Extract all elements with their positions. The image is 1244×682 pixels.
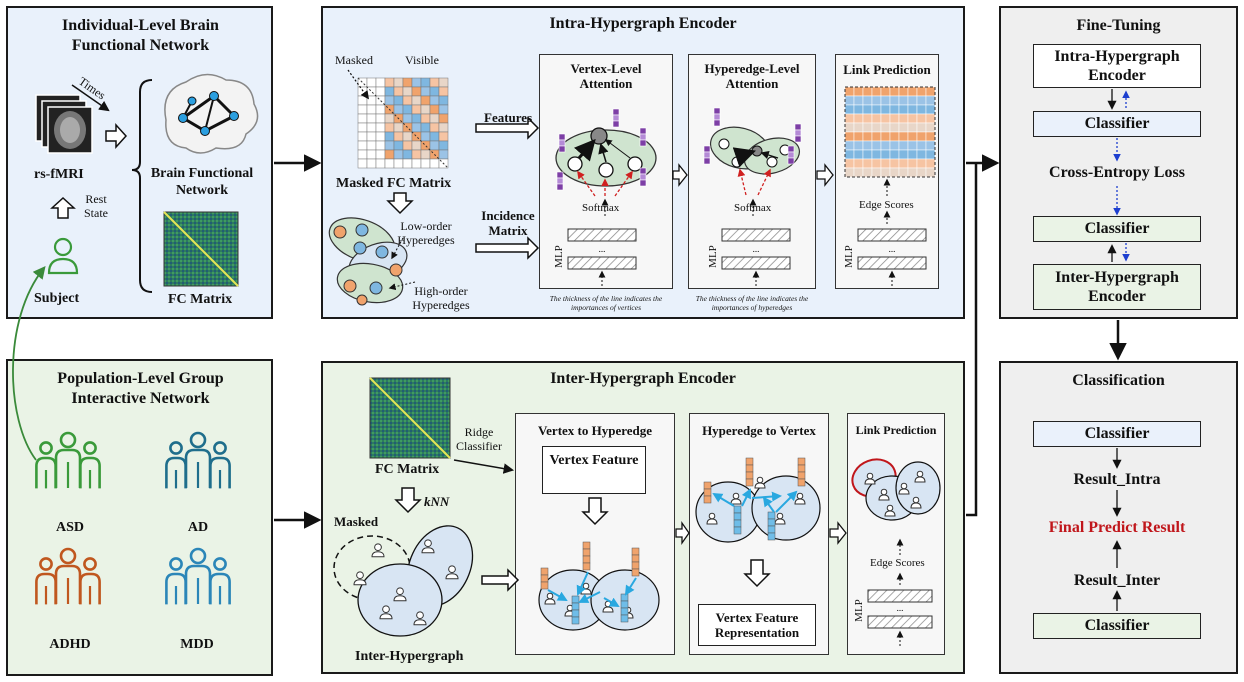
inter-link-pred-title: Link Prediction	[855, 423, 937, 437]
svg-text:...: ...	[599, 244, 606, 254]
population-title: Population-Level Group Interactive Netwo…	[57, 370, 224, 407]
svg-text:...: ...	[889, 244, 896, 254]
group-label-adhd: ADHD	[49, 637, 91, 652]
masked-fc-label: Masked FC Matrix	[336, 176, 452, 191]
brain-network-label: Brain Functional Network	[150, 166, 254, 198]
individual-graphics	[35, 73, 259, 293]
fc-matrix-label: FC Matrix	[168, 292, 233, 307]
group-label-mdd: MDD	[180, 637, 214, 652]
finetune-title: Fine-Tuning	[1076, 17, 1161, 34]
group-icon-asd	[35, 431, 101, 489]
softmax-label-2: Softmax	[734, 202, 772, 214]
ft-classifier-2: Classifier	[1033, 216, 1201, 242]
note-vertex: The thickness of the line indicates the …	[549, 294, 663, 312]
cls-classifier-2: Classifier	[1033, 613, 1201, 639]
ft-loss: Cross-Entropy Loss	[1049, 164, 1185, 181]
vertex-att-title: Vertex-Level Attention	[570, 61, 642, 91]
result-intra: Result_Intra	[1073, 471, 1161, 488]
ft-classifier-1: Classifier	[1033, 111, 1201, 137]
inter-hypergraph-label: Inter-Hypergraph	[355, 649, 464, 664]
inter-edge-scores: Edge Scores	[870, 557, 925, 569]
features-label: Features	[484, 110, 533, 125]
visible-label: Visible	[405, 53, 439, 67]
inter-graphics: ...	[333, 377, 941, 646]
svg-text:...: ...	[753, 244, 760, 254]
left-to-encoder-arrows	[274, 154, 322, 529]
vfr-text: Vertex Feature Representation	[714, 610, 800, 640]
incidence-label: Incidence Matrix	[481, 208, 535, 238]
vfr-box: Vertex Feature Representation	[698, 604, 816, 646]
hyperedge-att-title: Hyperedge-Level Attention	[704, 61, 800, 91]
group-label-asd: ASD	[55, 520, 84, 535]
group-label-ad: AD	[187, 520, 209, 535]
vertex-feature-text: Vertex Feature	[549, 453, 639, 468]
inter-masked-label: Masked	[334, 514, 379, 529]
vertex-feature-box: Vertex Feature	[542, 446, 646, 494]
rest-state-label: Rest State	[84, 192, 108, 220]
high-order-label: High-order Hyperedges	[412, 284, 470, 312]
intra-graphics: ... ... ...	[328, 69, 936, 306]
inter-link-pred-panel	[847, 413, 945, 655]
inter-fc-label: FC Matrix	[375, 462, 440, 477]
note-hyperedge: The thickness of the line indicates the …	[695, 294, 809, 312]
individual-title: Individual-Level Brain Functional Networ…	[62, 17, 219, 54]
group-to-subject-arrow	[12, 266, 46, 461]
classification-title: Classification	[1072, 372, 1165, 389]
population-panel: Population-Level Group Interactive Netwo…	[6, 359, 273, 676]
h2v-title: Hyperedge to Vertex	[702, 423, 816, 438]
masked-label: Masked	[335, 53, 373, 67]
knn-label: kNN	[424, 494, 450, 509]
ft-intra-encoder: Intra-Hypergraph Encoder	[1033, 44, 1201, 88]
ft-inter-encoder: Inter-Hypergraph Encoder	[1033, 264, 1201, 310]
svg-text:...: ...	[897, 603, 904, 613]
ridge-label: Ridge Classifier	[456, 425, 502, 453]
softmax-label-1: Softmax	[582, 202, 620, 214]
encoders-to-finetune-arrows	[966, 154, 1000, 517]
group-icons	[35, 431, 231, 605]
intra-link-pred-title: Link Prediction	[843, 62, 931, 77]
inter-title: Inter-Hypergraph Encoder	[550, 370, 736, 387]
low-order-label: Low-order Hyperedges	[397, 219, 455, 247]
group-icon-adhd	[35, 547, 101, 605]
final-result: Final Predict Result	[1048, 519, 1186, 536]
group-icon-mdd	[165, 547, 231, 605]
v2h-title: Vertex to Hyperedge	[537, 423, 653, 438]
cls-classifier-1: Classifier	[1033, 421, 1201, 447]
intra-edge-scores: Edge Scores	[859, 199, 914, 211]
intra-title: Intra-Hypergraph Encoder	[549, 15, 737, 32]
subject-label: Subject	[34, 291, 80, 306]
rsfmri-label: rs-fMRI	[34, 167, 84, 182]
group-icon-ad	[165, 431, 231, 489]
result-inter: Result_Inter	[1073, 572, 1161, 589]
